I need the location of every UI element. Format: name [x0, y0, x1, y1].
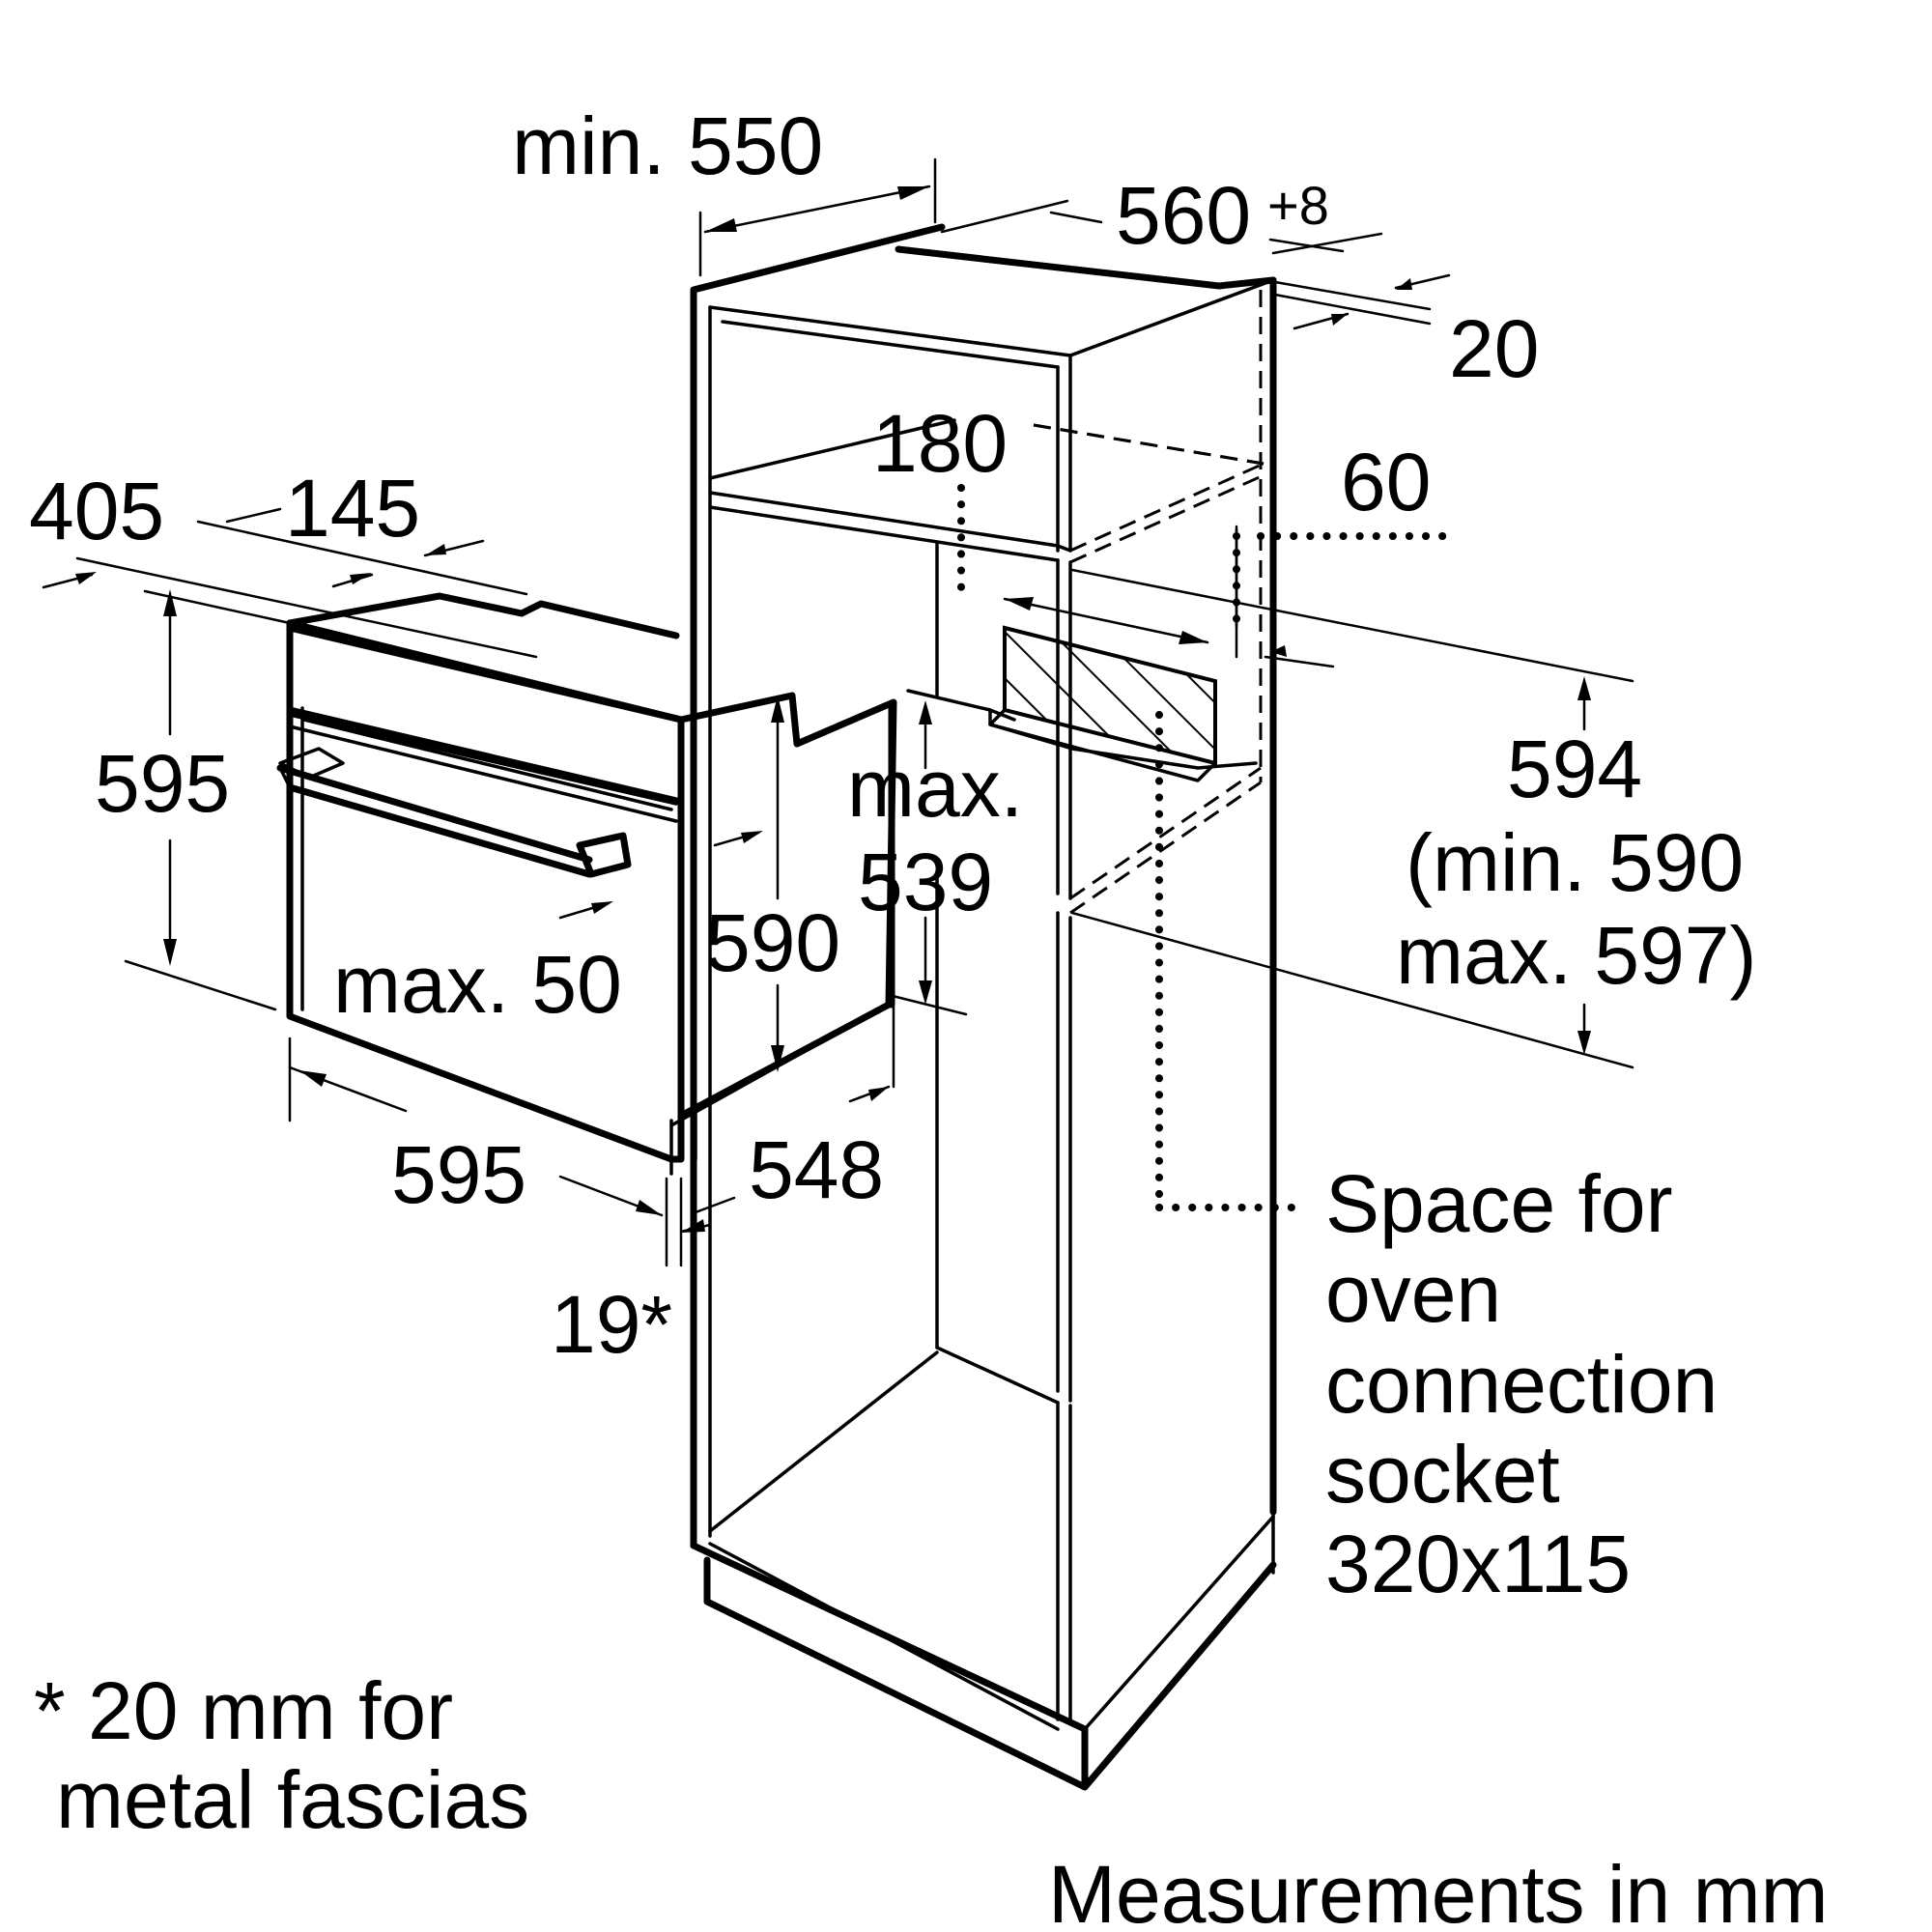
label-145: 145 [285, 463, 420, 554]
footnote-line-2: metal fascias [56, 1754, 529, 1845]
label-60: 60 [1341, 437, 1431, 527]
footnote: * 20 mm for metal fascias [34, 1665, 529, 1845]
socket-note-line-5: 320x115 [1325, 1519, 1631, 1609]
socket-note-line-4: socket [1325, 1429, 1560, 1520]
label-548: 548 [749, 1124, 884, 1215]
label-560: 560 [1116, 170, 1251, 261]
label-min-550: min. 550 [512, 100, 823, 191]
socket-note: Space for oven connection socket 320x115 [1325, 1158, 1718, 1609]
socket-note-line-1: Space for [1325, 1158, 1673, 1249]
label-oven-width-595: 595 [391, 1129, 526, 1220]
oven-unit [276, 592, 897, 1176]
label-max-50: max. 50 [333, 939, 622, 1030]
label-oven-height-595: 595 [95, 738, 230, 829]
tall-cabinet [690, 223, 1277, 1791]
dimension-lines [42, 157, 1634, 1267]
label-405: 405 [29, 466, 164, 556]
units-note: Measurements in mm [1048, 1849, 1829, 1932]
label-539: 539 [858, 837, 993, 927]
label-19: 19* [551, 1279, 672, 1370]
socket-space-hatch [1003, 625, 1217, 766]
dimension-labels: min. 550 560 +8 20 180 60 594 (min. 590 … [29, 100, 1757, 1370]
socket-note-line-3: connection [1325, 1339, 1718, 1430]
label-594: 594 [1507, 724, 1642, 814]
socket-note-line-2: oven [1325, 1248, 1501, 1339]
label-max: max. [847, 743, 1023, 834]
label-594-max: max. 597) [1396, 910, 1757, 1001]
label-594-min: (min. 590 [1406, 817, 1744, 908]
label-560-tolerance: +8 [1267, 175, 1329, 236]
footnote-line-1: * 20 mm for [34, 1665, 453, 1756]
label-590: 590 [705, 897, 840, 988]
label-20: 20 [1449, 303, 1539, 394]
label-180: 180 [872, 398, 1008, 489]
